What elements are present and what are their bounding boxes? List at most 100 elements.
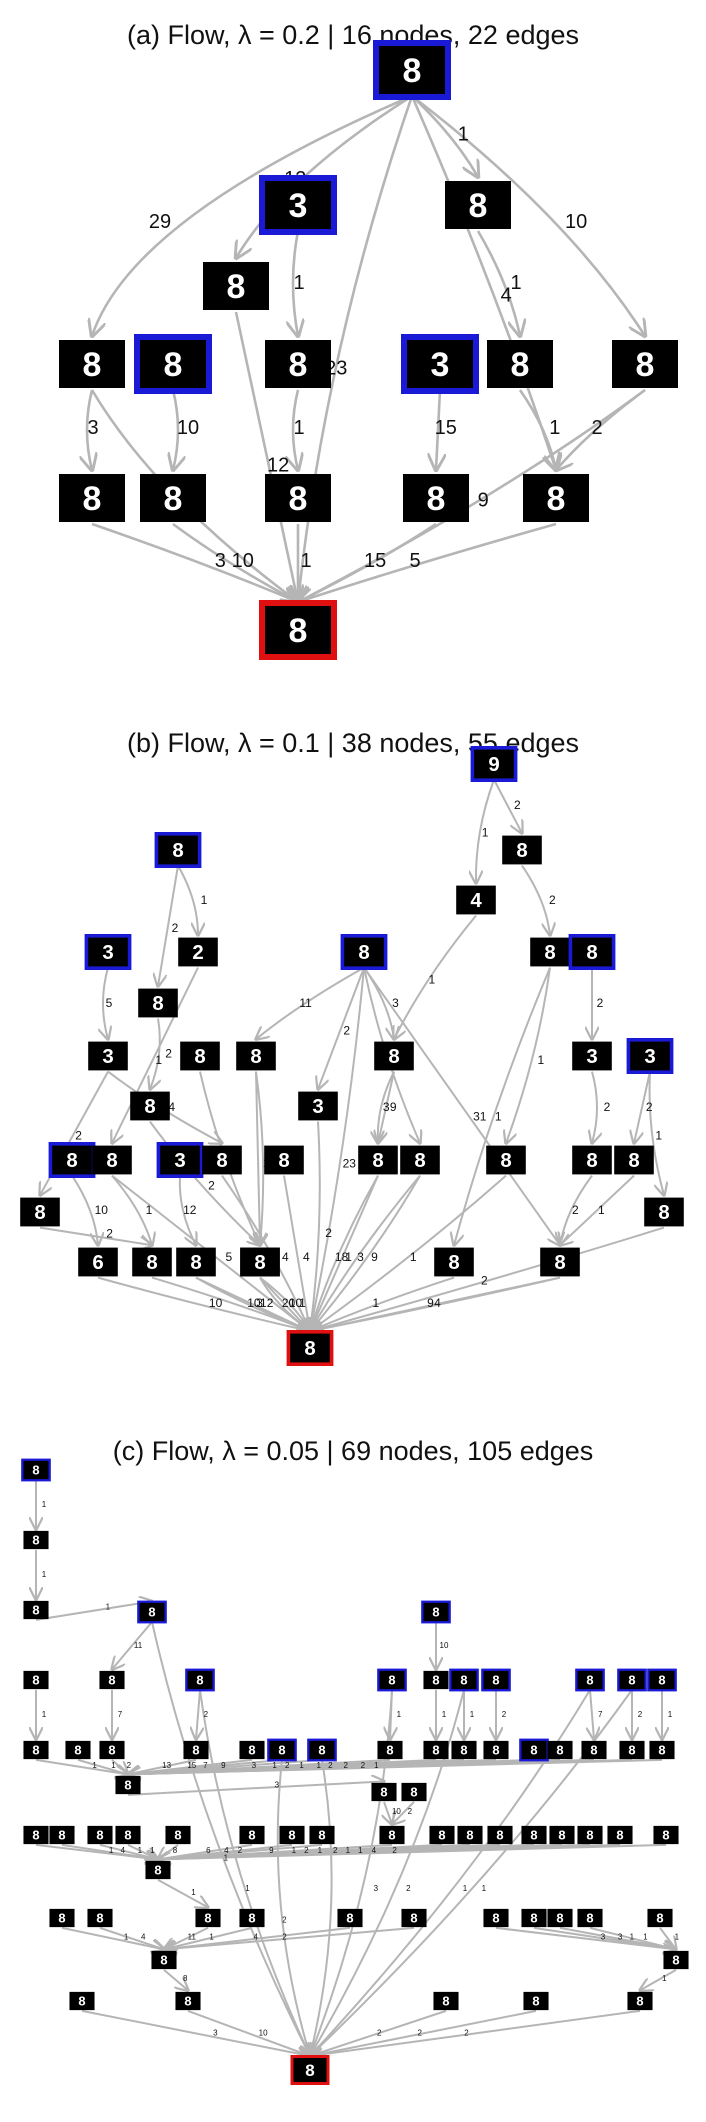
digit-node-normal: 8 bbox=[377, 1740, 403, 1760]
edge-flow-label: 1 bbox=[299, 1761, 304, 1770]
node-image bbox=[23, 1670, 49, 1690]
digit-node-normal: 8 bbox=[99, 1670, 125, 1690]
edge-flow-label: 4 bbox=[168, 1100, 175, 1114]
edge-flow-label: 3 bbox=[383, 1100, 390, 1114]
flow-edge bbox=[71, 1175, 98, 1246]
flow-edge bbox=[298, 95, 414, 602]
flow-edge bbox=[411, 95, 478, 177]
digit-node-normal: 8 bbox=[530, 937, 570, 967]
edge-flow-label: 1 bbox=[463, 1884, 468, 1893]
node-image bbox=[619, 1670, 645, 1690]
node-image bbox=[549, 1825, 575, 1845]
digit-glyph: 8 bbox=[590, 1743, 597, 1758]
edge-flow-label: 2 bbox=[377, 2029, 382, 2038]
edge-flow-label: 1 bbox=[245, 1884, 250, 1893]
edge-flow-label: 1 bbox=[662, 1974, 667, 1983]
flow-edge bbox=[112, 1621, 153, 1669]
edge-flow-label: 2 bbox=[392, 1846, 397, 1855]
digit-glyph: 8 bbox=[586, 1911, 593, 1926]
edge-flow-label: 11 bbox=[188, 1933, 197, 1942]
edge-flow-label: 1 bbox=[272, 1761, 277, 1770]
node-image bbox=[20, 1197, 60, 1227]
digit-glyph: 8 bbox=[318, 1743, 325, 1758]
digit-node-normal: 8 bbox=[59, 340, 125, 388]
edge-flow-label: 1 bbox=[410, 1250, 417, 1264]
node-image bbox=[486, 1145, 526, 1175]
digit-node-normal: 8 bbox=[653, 1825, 679, 1845]
node-image bbox=[649, 1740, 675, 1760]
digit-glyph: 8 bbox=[460, 1673, 467, 1688]
flow-edge bbox=[493, 779, 522, 834]
node-image bbox=[434, 1247, 474, 1277]
digit-node-normal: 8 bbox=[483, 1908, 509, 1928]
edge-flow-label: 2 bbox=[481, 1274, 488, 1288]
node-image bbox=[59, 474, 125, 522]
digit-glyph: 8 bbox=[32, 1463, 39, 1478]
edge-flow-label: 1 bbox=[442, 1710, 447, 1719]
digit-node-normal: 8 bbox=[521, 1825, 547, 1845]
digit-node-normal: 8 bbox=[23, 1825, 49, 1845]
node-image bbox=[612, 340, 678, 388]
digit-node-normal: 8 bbox=[65, 1740, 91, 1760]
digit-node-normal: 8 bbox=[521, 1908, 547, 1928]
digit-node-normal: 8 bbox=[371, 1782, 397, 1802]
digit-node-normal: 3 bbox=[298, 1091, 338, 1121]
node-image bbox=[23, 1460, 49, 1480]
edge-flow-label: 13 bbox=[162, 1761, 171, 1770]
node-image bbox=[577, 1908, 603, 1928]
digit-glyph: 8 bbox=[388, 1828, 395, 1843]
digit-glyph: 8 bbox=[556, 1743, 563, 1758]
edge-flow-label: 2 bbox=[572, 1203, 579, 1217]
flow-edge bbox=[411, 94, 645, 336]
node-image bbox=[644, 1197, 684, 1227]
digit-node-normal: 8 bbox=[239, 1740, 265, 1760]
flow-edge bbox=[521, 865, 550, 936]
digit-glyph: 8 bbox=[32, 1533, 39, 1548]
digit-glyph: 8 bbox=[152, 993, 163, 1015]
node-image bbox=[132, 1247, 172, 1277]
edge-flow-label: 3 bbox=[601, 1933, 606, 1942]
flow-edge bbox=[310, 1276, 561, 1332]
digit-node-normal: 8 bbox=[619, 1740, 645, 1760]
edge-flow-label: 4 bbox=[303, 1250, 310, 1264]
flow-edge bbox=[310, 1689, 465, 2056]
flow-edge bbox=[310, 1174, 507, 1332]
edge-flow-label: 4 bbox=[253, 1933, 258, 1942]
edge-flow-label: 9 bbox=[427, 1296, 434, 1310]
digit-glyph: 8 bbox=[289, 480, 308, 518]
edge-flow-label: 3 bbox=[252, 1761, 257, 1770]
digit-glyph: 8 bbox=[216, 1150, 227, 1172]
digit-node-normal: 8 bbox=[486, 1145, 526, 1175]
digit-node-normal: 8 bbox=[429, 1825, 455, 1845]
edge-flow-label: 1 bbox=[495, 1109, 502, 1123]
node-image bbox=[88, 937, 128, 967]
edge-flow-label: 4 bbox=[372, 1846, 377, 1855]
node-image bbox=[433, 1991, 459, 2011]
digit-node-normal: 8 bbox=[165, 1825, 191, 1845]
digit-glyph: 8 bbox=[278, 1743, 285, 1758]
edge-flow-label: 12 bbox=[267, 455, 289, 477]
digit-node-normal: 8 bbox=[239, 1908, 265, 1928]
node-image bbox=[374, 1041, 414, 1071]
digit-glyph: 8 bbox=[530, 1743, 537, 1758]
digit-node-normal: 8 bbox=[547, 1740, 573, 1760]
node-image bbox=[265, 340, 331, 388]
digit-node-source: 8 bbox=[481, 1668, 511, 1692]
digit-glyph: 8 bbox=[386, 1743, 393, 1758]
edge-flow-label: 1 bbox=[224, 1854, 229, 1863]
digit-node-normal: 8 bbox=[130, 1091, 170, 1121]
digit-glyph: 8 bbox=[432, 1605, 439, 1620]
digit-glyph: 8 bbox=[492, 1911, 499, 1926]
digit-glyph: 3 bbox=[289, 187, 308, 225]
digit-node-normal: 8 bbox=[403, 474, 469, 522]
edge-flow-label: 1 bbox=[42, 1500, 47, 1509]
digit-node-normal: 8 bbox=[23, 1530, 49, 1550]
digit-glyph: 3 bbox=[102, 1046, 113, 1068]
digit-node-normal: 8 bbox=[23, 1600, 49, 1620]
digit-node-normal: 8 bbox=[487, 1825, 513, 1845]
edge-flow-label: 20 bbox=[282, 1296, 296, 1310]
edge-flow-label: 2 bbox=[285, 1761, 290, 1770]
edge-flow-label: 1 bbox=[146, 1203, 153, 1217]
edge-flow-label: 10 bbox=[209, 1296, 223, 1310]
node-image bbox=[203, 262, 269, 310]
